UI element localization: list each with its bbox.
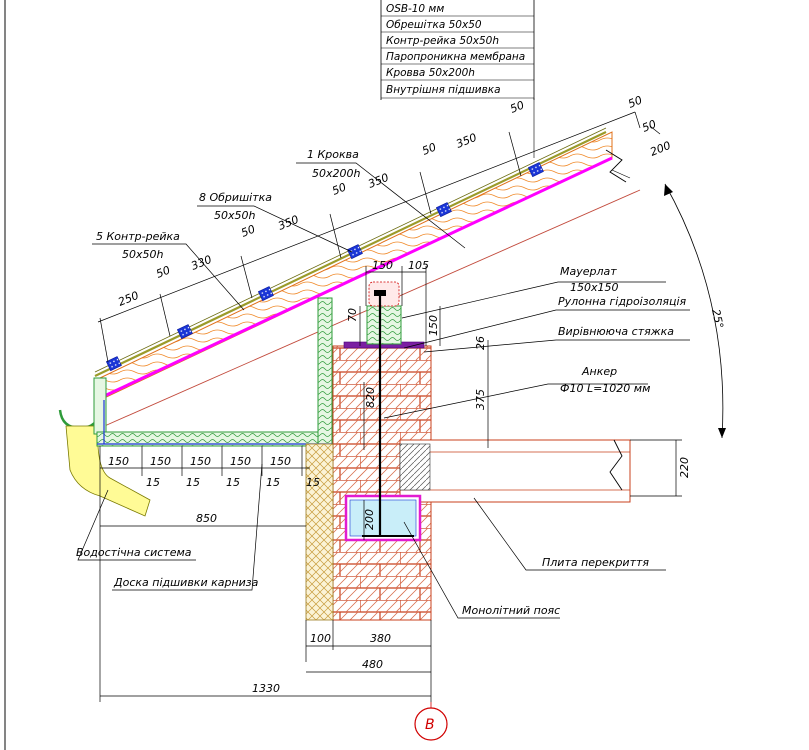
legend-item: Паропроникна мембрана xyxy=(386,51,525,63)
wall-section xyxy=(305,281,631,621)
batten xyxy=(527,162,544,178)
legend-item: Внутрішня підшивка xyxy=(386,84,501,96)
label-rafter-size: 50х200h xyxy=(312,167,361,180)
label-screed: Вирівнююча стяжка xyxy=(558,325,674,338)
dim-label: 15 xyxy=(226,476,240,489)
dim-label: 50 xyxy=(420,140,438,157)
legend-item: OSB-10 мм xyxy=(386,3,444,15)
roof-angle-arc xyxy=(664,183,724,439)
dim-label: 15 xyxy=(266,476,280,489)
label-anchor-size: Ф10 L=1020 мм xyxy=(560,382,650,395)
dim-label: 150 xyxy=(108,455,129,468)
angle-label: 25° xyxy=(709,308,726,330)
dim-label: 380 xyxy=(370,632,391,645)
materials-legend: OSB-10 мм Обрешітка 50х50 Контр-рейка 50… xyxy=(380,0,535,158)
dim-label: 820 xyxy=(364,387,377,408)
membrane-line xyxy=(99,156,613,400)
label-drain: Водостічна система xyxy=(76,546,192,559)
batten xyxy=(257,286,274,302)
batten xyxy=(105,356,122,372)
dim-label: 200 xyxy=(363,509,376,530)
dim-label: 105 xyxy=(408,259,429,272)
legend-item: Контр-рейка 50х50h xyxy=(386,35,499,47)
insulation-layer xyxy=(305,443,334,621)
dim-label: 50 xyxy=(330,180,348,197)
dim-label: 26 xyxy=(474,336,487,350)
slab xyxy=(399,439,631,503)
dim-label: 150 xyxy=(427,315,440,336)
batten xyxy=(176,324,193,340)
label-counter-batten: 5 Контр-рейка xyxy=(96,230,180,243)
dim-label: 220 xyxy=(678,457,691,478)
dim-label: 15 xyxy=(186,476,200,489)
label-waterproofing: Рулонна гідроізоляція xyxy=(558,295,687,308)
dim-label: 350 xyxy=(454,131,478,151)
dim-label: 375 xyxy=(474,389,487,410)
label-slab: Плита перекриття xyxy=(542,556,649,569)
dim-label: 50 xyxy=(508,98,526,115)
axis-marker xyxy=(414,707,448,741)
dim-label: 150 xyxy=(372,259,393,272)
dim-label: 100 xyxy=(310,632,331,645)
dim-label: 50 xyxy=(640,117,658,134)
dim-label: 50 xyxy=(626,93,644,110)
dim-label: 200 xyxy=(648,139,672,159)
dim-label: 15 xyxy=(146,476,160,489)
axis-label: В xyxy=(425,717,435,733)
legend-item: Кровва 50х200h xyxy=(386,67,475,79)
dim-label: 150 xyxy=(190,455,211,468)
dim-label: 150 xyxy=(150,455,171,468)
legend-item: Обрешітка 50х50 xyxy=(386,19,482,31)
dim-label: 150 xyxy=(270,455,291,468)
label-counter-size: 50х50h xyxy=(122,248,164,261)
label-soffit: Доска підшивки карниза xyxy=(113,576,259,589)
dim-label: 50 xyxy=(239,222,257,239)
batten xyxy=(346,244,363,260)
dim-label: 250 xyxy=(116,289,140,309)
dim-label: 50 xyxy=(154,263,172,280)
eave-soffit xyxy=(96,297,334,447)
label-mauerlat-size: 150х150 xyxy=(570,281,619,294)
dim-label: 15 xyxy=(306,476,320,489)
batten xyxy=(435,202,452,218)
dim-label: 1330 xyxy=(252,682,280,695)
label-rafter: 1 Кроква xyxy=(307,148,359,161)
roof-assembly xyxy=(94,127,641,429)
label-anchor: Анкер xyxy=(581,365,617,378)
label-batten: 8 Обришітка xyxy=(199,191,272,204)
dim-label: 330 xyxy=(189,253,213,273)
slope-dimensions xyxy=(97,111,661,363)
dim-label: 150 xyxy=(230,455,251,468)
gutter xyxy=(58,377,151,517)
dim-label: 350 xyxy=(276,213,300,233)
dim-label: 480 xyxy=(362,658,383,671)
dim-label: 850 xyxy=(196,512,217,525)
label-batten-size: 50х50h xyxy=(214,209,256,222)
dim-label: 70 xyxy=(346,308,359,322)
label-mauerlat: Мауерлат xyxy=(560,265,617,278)
mauerlat xyxy=(366,305,402,345)
label-belt: Монолітний пояс xyxy=(462,604,560,617)
